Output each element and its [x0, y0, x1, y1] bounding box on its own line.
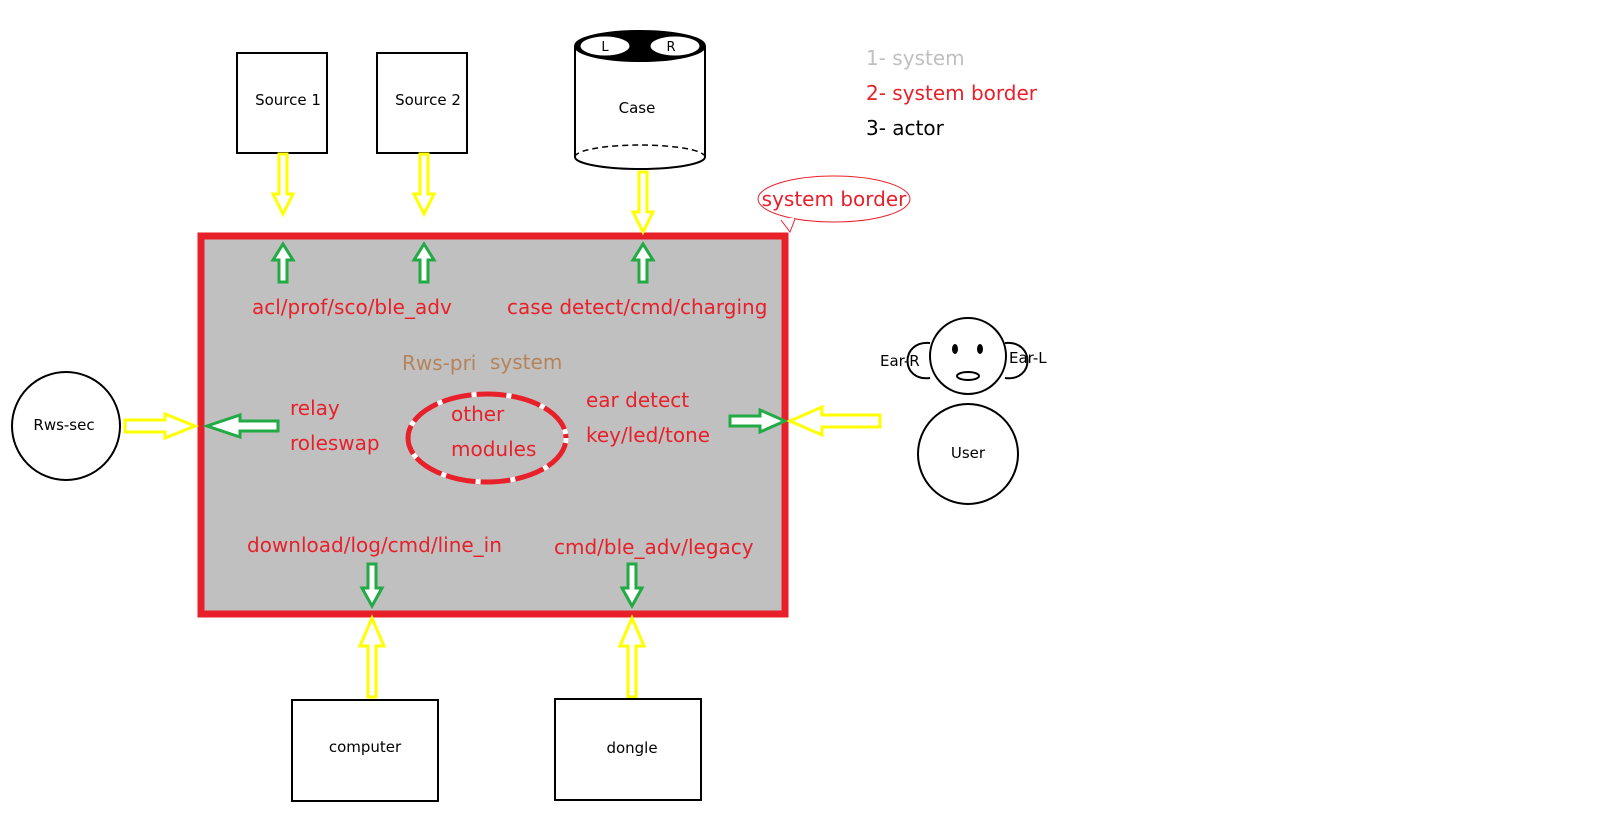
top-right-label: case detect/cmd/charging [507, 295, 767, 319]
left-ear [1004, 341, 1029, 380]
bottom-left-label: download/log/cmd/line_in [247, 533, 502, 557]
user-label: User [951, 444, 986, 462]
computer-label: computer [329, 738, 402, 756]
modules-label: modules [451, 437, 536, 461]
system-title-1: Rws-pri [402, 351, 476, 375]
rws-sec-label: Rws-sec [33, 416, 94, 434]
bottom-right-label: cmd/ble_adv/legacy [554, 535, 754, 559]
legend-system: 1- system [866, 46, 965, 70]
computer-actor: computer [291, 699, 439, 802]
system-to-dongle-arrow [619, 562, 645, 610]
user-actor: Ear-R Ear-L User [880, 317, 1047, 505]
system-to-computer-arrow [359, 562, 385, 610]
user-head [929, 317, 1007, 395]
computer-to-system-arrow [357, 614, 387, 699]
dongle-actor: dongle [554, 698, 702, 801]
other-label: other [451, 402, 505, 426]
ear-l-label: Ear-L [1009, 349, 1047, 367]
source-1-to-system-arrow [271, 152, 295, 216]
top-left-label: acl/prof/sco/ble_adv [252, 295, 452, 319]
source-1-label: Source 1 [255, 91, 321, 109]
relay-label: relay [290, 396, 340, 420]
ear-detect-label: ear detect [586, 388, 689, 412]
case-right-label: R [666, 40, 675, 55]
rws-sec-to-system-arrow [123, 411, 200, 441]
source-2-label: Source 2 [395, 91, 461, 109]
source-2-to-system-arrow [412, 152, 436, 216]
case-left-label: L [601, 40, 609, 55]
system-to-rws-sec-arrow [202, 412, 280, 440]
other-modules: other modules [405, 391, 569, 485]
dongle-label: dongle [606, 739, 657, 757]
user-to-system-arrow [786, 404, 882, 438]
legend-actor: 3- actor [866, 116, 945, 140]
ear-r-label: Ear-R [880, 352, 920, 370]
system-border-callout: system border [757, 175, 911, 234]
legend-system-border: 2- system border [866, 81, 1038, 105]
system-box [197, 232, 789, 618]
right-ear [906, 341, 931, 380]
case-actor: L R Case [574, 30, 706, 170]
system-title-2: system [490, 350, 562, 374]
callout-text: system border [762, 187, 907, 211]
source-1-actor: Source 1 [236, 52, 328, 154]
case-label: Case [619, 99, 656, 117]
user-body [917, 403, 1019, 505]
rws-sec-actor: Rws-sec [11, 371, 121, 481]
dongle-to-system-arrow [617, 614, 647, 699]
case-to-system-arrow [631, 170, 655, 234]
source-2-actor: Source 2 [376, 52, 468, 154]
key-led-tone-label: key/led/tone [586, 423, 710, 447]
roleswap-label: roleswap [290, 431, 380, 455]
system-to-user-arrow [728, 407, 789, 435]
